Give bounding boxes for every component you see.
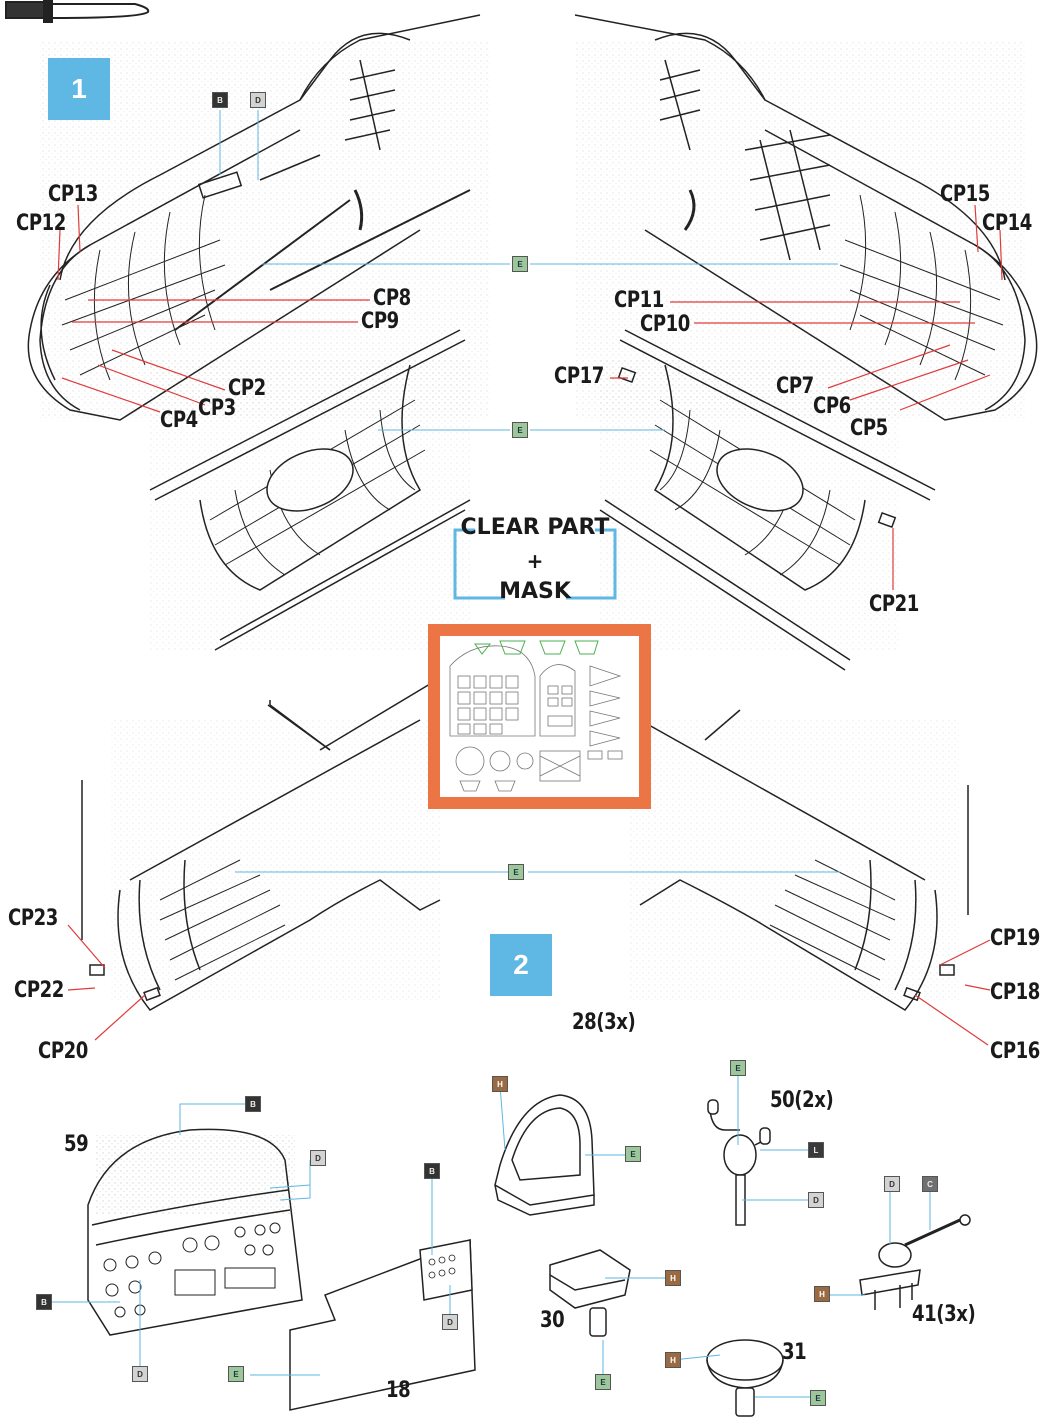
color-chip-L: L bbox=[808, 1142, 824, 1158]
color-chip-E: E bbox=[508, 864, 524, 880]
color-chip-H: H bbox=[814, 1286, 830, 1302]
callout-cp4: CP4 bbox=[160, 408, 198, 433]
callout-cp19: CP19 bbox=[990, 926, 1040, 951]
instrument-panel-59 bbox=[87, 1128, 303, 1336]
callout-cp17: CP17 bbox=[554, 364, 604, 389]
color-chip-E: E bbox=[228, 1366, 244, 1382]
color-chip-B: B bbox=[212, 92, 228, 108]
mask-sheet-drawing bbox=[449, 640, 623, 792]
color-chip-H: H bbox=[492, 1076, 508, 1092]
part-label-41: 41(3x) bbox=[912, 1302, 976, 1327]
color-chip-D: D bbox=[808, 1192, 824, 1208]
color-chip-C: C bbox=[922, 1176, 938, 1192]
part-label-31: 31 bbox=[782, 1340, 807, 1365]
part-label-50: 50(2x) bbox=[770, 1088, 834, 1113]
callout-cp18: CP18 bbox=[990, 980, 1040, 1005]
callout-cp10: CP10 bbox=[640, 312, 690, 337]
callout-cp20: CP20 bbox=[38, 1039, 88, 1064]
color-chip-B: B bbox=[245, 1096, 261, 1112]
callout-cp8: CP8 bbox=[373, 286, 411, 311]
color-chip-D: D bbox=[132, 1366, 148, 1382]
plus-sign: + bbox=[526, 549, 544, 573]
callout-cp7: CP7 bbox=[776, 374, 814, 399]
color-chip-D: D bbox=[442, 1314, 458, 1330]
clear-part-frame bbox=[453, 528, 617, 600]
fuselage-bottom-right bbox=[630, 709, 969, 1011]
red-leaders bbox=[57, 204, 1003, 1046]
callout-cp14: CP14 bbox=[982, 211, 1032, 236]
color-chip-D: D bbox=[250, 92, 266, 108]
part-label-18: 18 bbox=[386, 1378, 411, 1403]
stool-30 bbox=[549, 1249, 631, 1337]
callout-cp16: CP16 bbox=[990, 1039, 1040, 1064]
callout-cp9: CP9 bbox=[361, 309, 399, 334]
callout-cp13: CP13 bbox=[48, 182, 98, 207]
callout-cp22: CP22 bbox=[14, 978, 64, 1003]
callout-cp3: CP3 bbox=[198, 396, 236, 421]
color-chip-E: E bbox=[810, 1390, 826, 1406]
fuselage-mid-left bbox=[149, 329, 471, 751]
color-chip-D: D bbox=[310, 1150, 326, 1166]
part-label-30: 30 bbox=[540, 1308, 565, 1333]
seat-28 bbox=[494, 1094, 595, 1216]
callout-cp12: CP12 bbox=[16, 211, 66, 236]
blue-leaders bbox=[219, 110, 840, 873]
color-chip-E: E bbox=[512, 422, 528, 438]
callout-cp23: CP23 bbox=[8, 906, 58, 931]
callout-cp2: CP2 bbox=[228, 376, 266, 401]
part-label-28: 28(3x) bbox=[572, 1010, 636, 1035]
lever-assembly-41 bbox=[859, 1214, 971, 1310]
fuselage-top-right bbox=[574, 14, 1038, 421]
clear-part-text: CLEAR PART bbox=[460, 515, 610, 540]
fuselage-bottom-left bbox=[81, 704, 441, 1011]
color-chip-B: B bbox=[36, 1294, 52, 1310]
callout-cp6: CP6 bbox=[813, 394, 851, 419]
fuselage-mid-right bbox=[599, 329, 936, 671]
color-chip-H: H bbox=[665, 1270, 681, 1286]
color-chip-E: E bbox=[595, 1374, 611, 1390]
mask-sheet bbox=[428, 624, 651, 809]
panel-18 bbox=[289, 1238, 476, 1411]
color-chip-E: E bbox=[512, 256, 528, 272]
color-chip-H: H bbox=[665, 1352, 681, 1368]
control-stick-50 bbox=[707, 1099, 771, 1226]
clear-part-mask-label: CLEAR PART + MASK bbox=[452, 515, 618, 604]
callout-cp5: CP5 bbox=[850, 416, 888, 441]
step-2-badge: 2 bbox=[490, 934, 552, 996]
cushion-31 bbox=[706, 1339, 784, 1417]
callout-cp11: CP11 bbox=[614, 288, 664, 313]
chip-leaders bbox=[42, 1068, 931, 1398]
color-chip-D: D bbox=[884, 1176, 900, 1192]
mask-text: MASK bbox=[499, 579, 571, 604]
callout-cp21: CP21 bbox=[869, 592, 919, 617]
step-1-badge: 1 bbox=[48, 58, 110, 120]
color-chip-E: E bbox=[730, 1060, 746, 1076]
callout-cp15: CP15 bbox=[940, 182, 990, 207]
color-chip-E: E bbox=[625, 1146, 641, 1162]
color-chip-B: B bbox=[424, 1163, 440, 1179]
knife-icon bbox=[5, 0, 150, 23]
part-label-59: 59 bbox=[64, 1132, 89, 1157]
